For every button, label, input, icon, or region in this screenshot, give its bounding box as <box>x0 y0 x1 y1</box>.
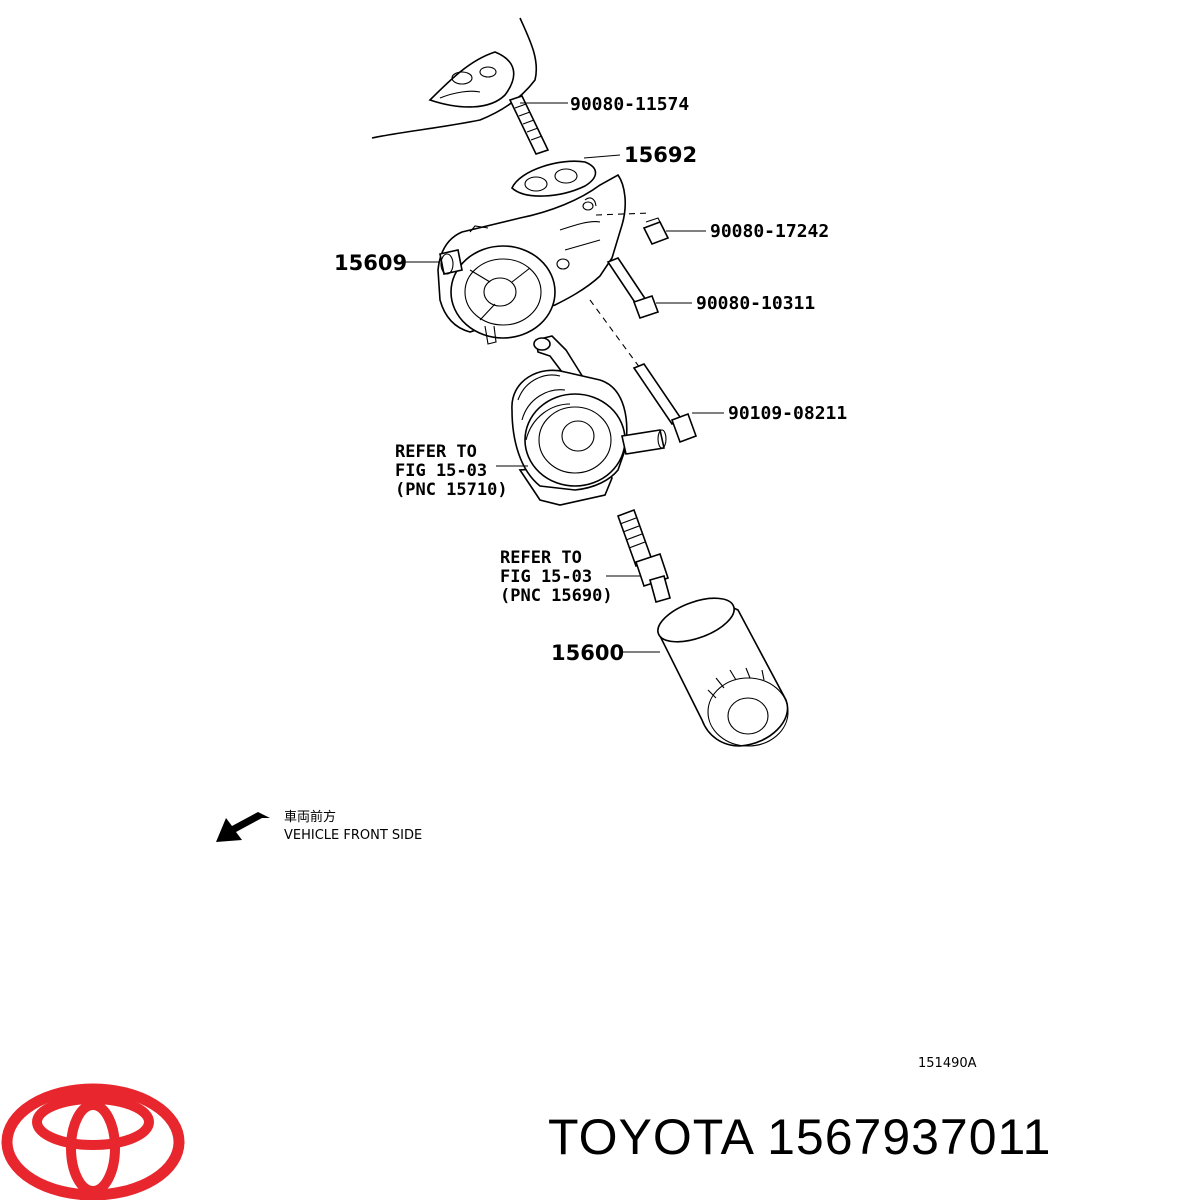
direction-label-en: VEHICLE FRONT SIDE <box>284 828 422 843</box>
callout-15609: 15609 <box>334 251 407 275</box>
stud-bolt-icon <box>508 95 550 155</box>
oil-cooler-icon <box>511 335 667 506</box>
gasket-icon <box>511 160 597 197</box>
stud-icon <box>632 363 698 444</box>
callout-15692: 15692 <box>624 143 697 167</box>
callout-90109-08211: 90109-08211 <box>728 403 847 424</box>
svg-text:REFER TO: REFER TO <box>500 548 582 568</box>
callout-90080-17242: 90080-17242 <box>710 221 829 242</box>
toyota-logo-icon <box>1 1083 185 1200</box>
svg-text:FIG 15-03: FIG 15-03 <box>500 567 592 587</box>
figure-code: 151490A <box>918 1056 977 1071</box>
filter-bracket-icon <box>437 173 627 345</box>
union-bolt-icon <box>616 508 671 603</box>
callout-15600: 15600 <box>551 641 624 665</box>
svg-text:FIG 15-03: FIG 15-03 <box>395 461 487 481</box>
brand-part-number: TOYOTA 1567937011 <box>548 1109 1052 1165</box>
direction-label-jp: 車両前方 <box>284 809 336 825</box>
refer-note-union-bolt: REFER TO FIG 15-03 (PNC 15690) <box>500 548 613 606</box>
callout-90080-11574: 90080-11574 <box>570 94 689 115</box>
svg-text:REFER TO: REFER TO <box>395 442 477 462</box>
oil-filter-icon <box>657 597 789 747</box>
engine-block-outline <box>371 17 538 139</box>
callout-90080-10311: 90080-10311 <box>696 293 815 314</box>
vehicle-front-arrow-icon <box>216 812 270 842</box>
svg-text:(PNC 15710): (PNC 15710) <box>395 480 508 500</box>
plug-icon <box>642 217 670 246</box>
bolt-icon <box>606 257 660 320</box>
refer-note-cooler: REFER TO FIG 15-03 (PNC 15710) <box>395 442 508 500</box>
svg-text:(PNC 15690): (PNC 15690) <box>500 586 613 606</box>
